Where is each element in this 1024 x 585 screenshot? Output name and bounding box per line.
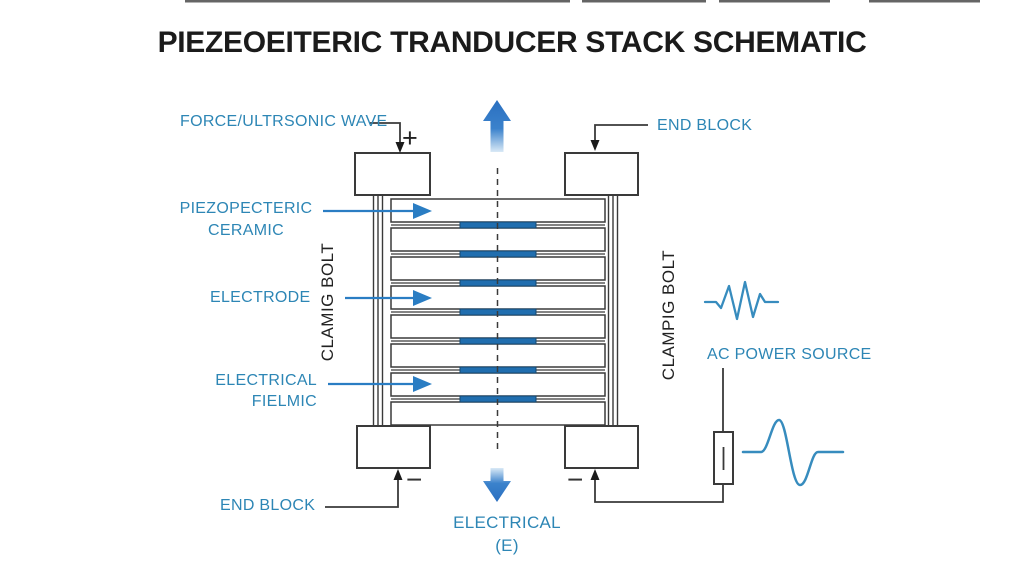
electrode-arrow — [345, 290, 432, 306]
electrode-label: ELECTRODE — [210, 289, 311, 306]
label-line-1: ELECTRICAL — [453, 513, 561, 532]
end-block-bottom-label: END BLOCK — [220, 497, 316, 514]
electrical-field-label: ELECTRICAL FIELMIC — [205, 370, 317, 412]
end-block-top-leader — [590, 124, 648, 151]
clamp-bolt-lines-right — [607, 195, 619, 426]
piezoelectric-ceramic-label: PIEZOPECTERIC CERAMIC — [178, 198, 314, 242]
label-line-2: CERAMIC — [208, 222, 284, 239]
ac-wave-icon — [703, 280, 780, 321]
label-line-1: PIEZOPECTERIC — [179, 200, 313, 217]
piezo-ceramic-arrow — [323, 203, 432, 219]
label-line-2: FIELMIC — [251, 393, 317, 410]
electrical-down-arrow — [483, 468, 511, 502]
electrical-output-label: ELECTRICAL (E) — [452, 511, 562, 557]
minus-sign-right: − — [567, 464, 584, 495]
end-block-top-right — [564, 152, 639, 196]
label-line-1: ELECTRICAL — [215, 372, 317, 389]
ac-source-wiring — [590, 368, 724, 503]
end-block-top-label: END BLOCK — [657, 117, 753, 134]
plus-sign: + — [402, 123, 418, 153]
end-block-bottom-leader — [325, 469, 403, 508]
output-waveform — [741, 418, 845, 487]
end-block-bottom-right — [564, 425, 639, 469]
clamping-bolt-right-label: CLAMPIG BOLT — [659, 249, 678, 381]
top-edge-artifact — [185, 0, 980, 3]
ac-power-source-label: AC POWER SOURCE — [707, 346, 872, 363]
force-wave-leader — [370, 122, 405, 153]
clamping-bolt-left-label: CLAMIG BOLT — [318, 242, 337, 362]
end-block-top-left — [354, 152, 431, 196]
force-ultrasonic-wave-label: FORCE/ULTRSONIC WAVE — [180, 113, 388, 130]
minus-sign-left: − — [406, 464, 423, 495]
ultrasonic-up-arrow — [483, 100, 511, 152]
end-block-bottom-left — [356, 425, 431, 469]
electrical-field-arrow — [328, 376, 432, 392]
label-line-2: (E) — [495, 536, 519, 555]
page-title: PIEZEOEITERIC TRANDUCER STACK SCHEMATIC — [157, 26, 867, 59]
clamp-bolt-lines-left — [372, 195, 384, 426]
